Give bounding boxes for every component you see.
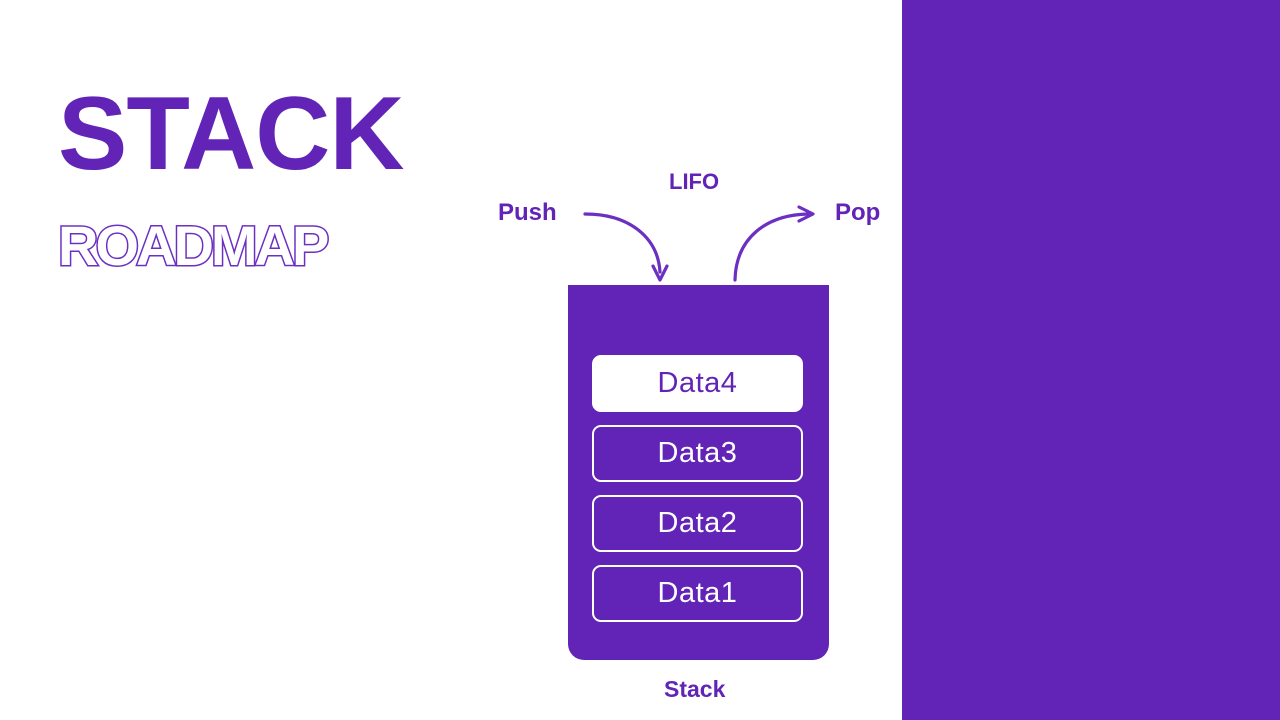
push-arrow-icon <box>583 212 669 282</box>
side-panel <box>902 0 1280 720</box>
pop-label: Pop <box>835 199 881 226</box>
page-title: STACK <box>58 76 404 192</box>
pop-arrow-icon <box>733 205 815 282</box>
push-label: Push <box>498 199 557 226</box>
stack-item-data3[interactable]: Data3 <box>592 425 803 482</box>
stack-item-data1[interactable]: Data1 <box>592 565 803 622</box>
page-subtitle: ROADMAP <box>56 214 330 277</box>
stack-container: Data4 Data3 Data2 Data1 <box>568 285 829 660</box>
lifo-label: LIFO <box>669 169 720 194</box>
stack-item-data4[interactable]: Data4 <box>592 355 803 412</box>
stack-item-data2[interactable]: Data2 <box>592 495 803 552</box>
stack-item-list: Data4 Data3 Data2 Data1 <box>592 355 803 622</box>
stack-caption: Stack <box>664 676 726 702</box>
